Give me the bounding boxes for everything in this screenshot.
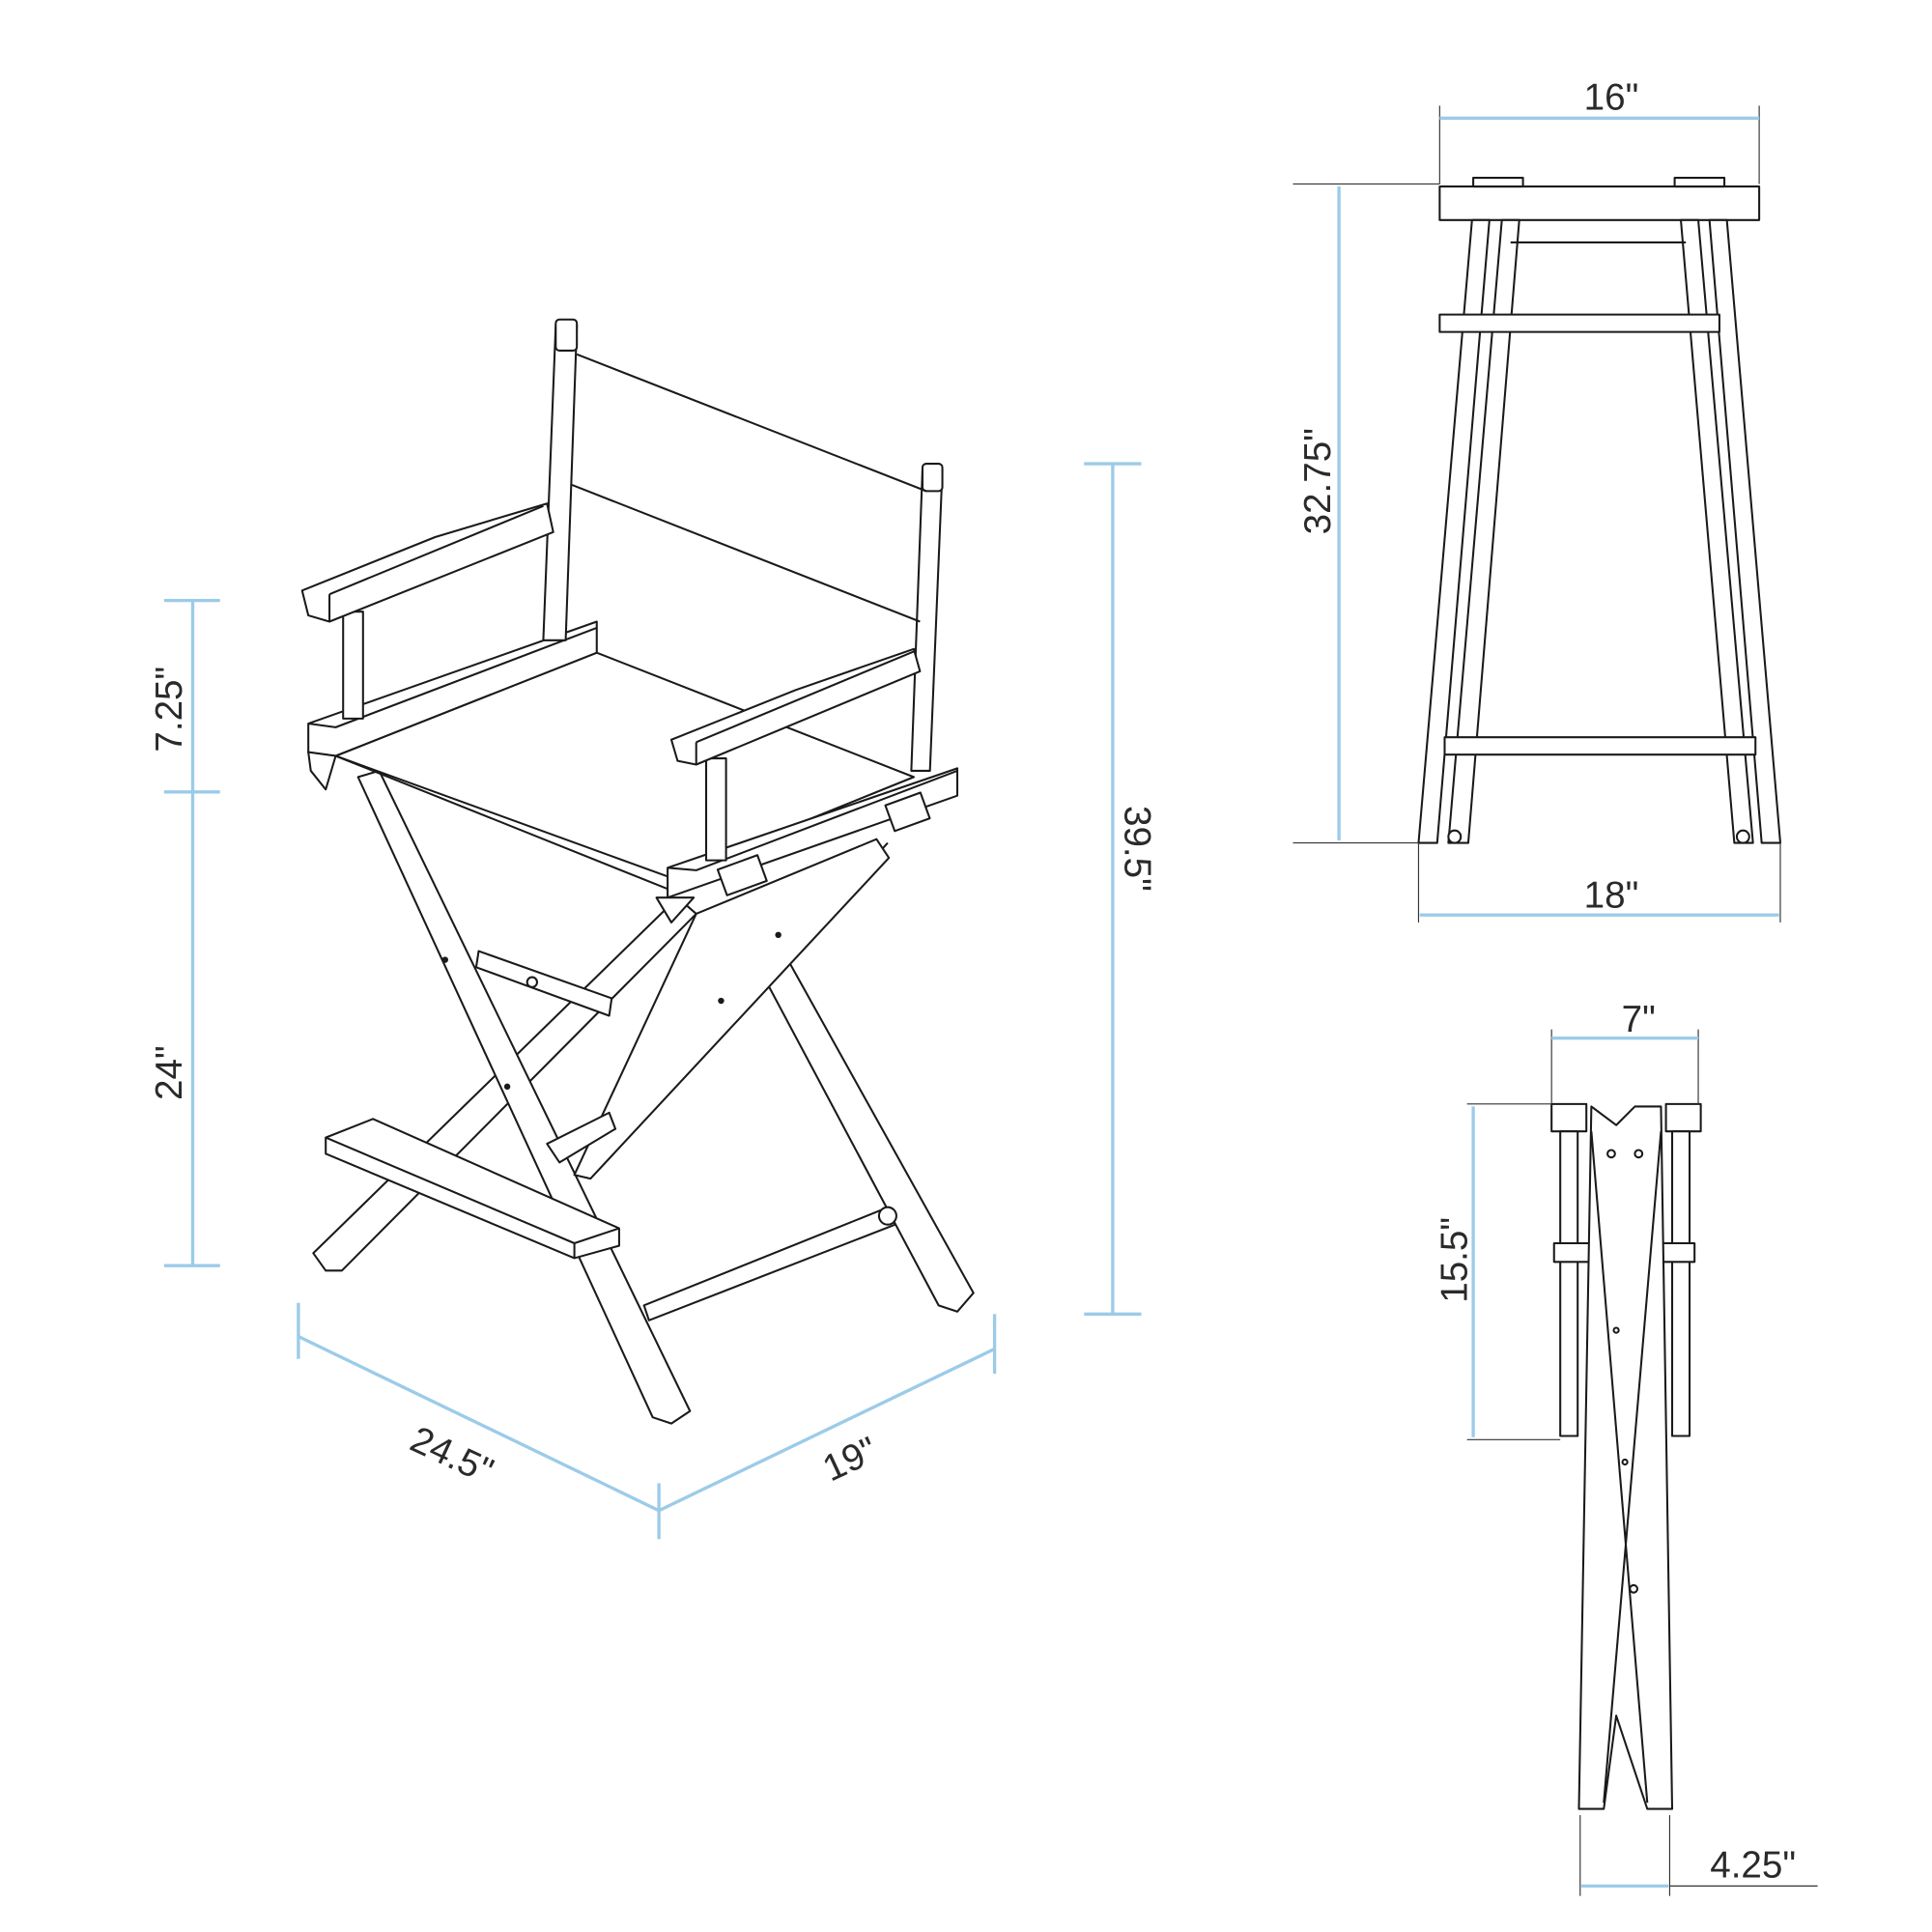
dimension-total-height: 39.5" bbox=[1084, 462, 1158, 1317]
seat-height-label: 24" bbox=[149, 1045, 190, 1100]
dimension-depth: 24.5" bbox=[297, 1302, 661, 1540]
dimension-front-seat-height: 32.75" bbox=[1297, 186, 1341, 841]
arm-height-label: 7.25" bbox=[149, 667, 190, 753]
front-seat-height-label: 32.75" bbox=[1297, 428, 1339, 534]
folded-top-width-label: 7" bbox=[1622, 999, 1656, 1040]
base-width-label: 18" bbox=[1584, 875, 1639, 917]
chair-front-view-drawing bbox=[1293, 177, 1782, 844]
dimension-folded-depth: 4.25" bbox=[1579, 1815, 1818, 1896]
dimension-folded-top-width: 7" bbox=[1550, 999, 1699, 1104]
chair-perspective-drawing bbox=[300, 318, 975, 1425]
dimension-folded-back-height: 15.5" bbox=[1435, 1106, 1476, 1437]
chair-folded-view-drawing bbox=[1466, 1102, 1702, 1810]
folded-depth-label: 4.25" bbox=[1710, 1844, 1796, 1886]
dimension-front-base-width: 18" bbox=[1417, 842, 1781, 923]
dimension-seat-height: 24" bbox=[149, 791, 220, 1267]
dimension-arm-height: 7.25" bbox=[149, 598, 220, 794]
folded-back-height-label: 15.5" bbox=[1435, 1217, 1476, 1303]
dimension-width: 19" bbox=[658, 1314, 997, 1513]
seat-width-label: 16" bbox=[1584, 76, 1639, 118]
total-height-label: 39.5" bbox=[1117, 806, 1158, 892]
depth-label: 24.5" bbox=[404, 1419, 499, 1493]
dimension-front-seat-width: 16" bbox=[1438, 76, 1760, 185]
width-label: 19" bbox=[816, 1429, 884, 1490]
